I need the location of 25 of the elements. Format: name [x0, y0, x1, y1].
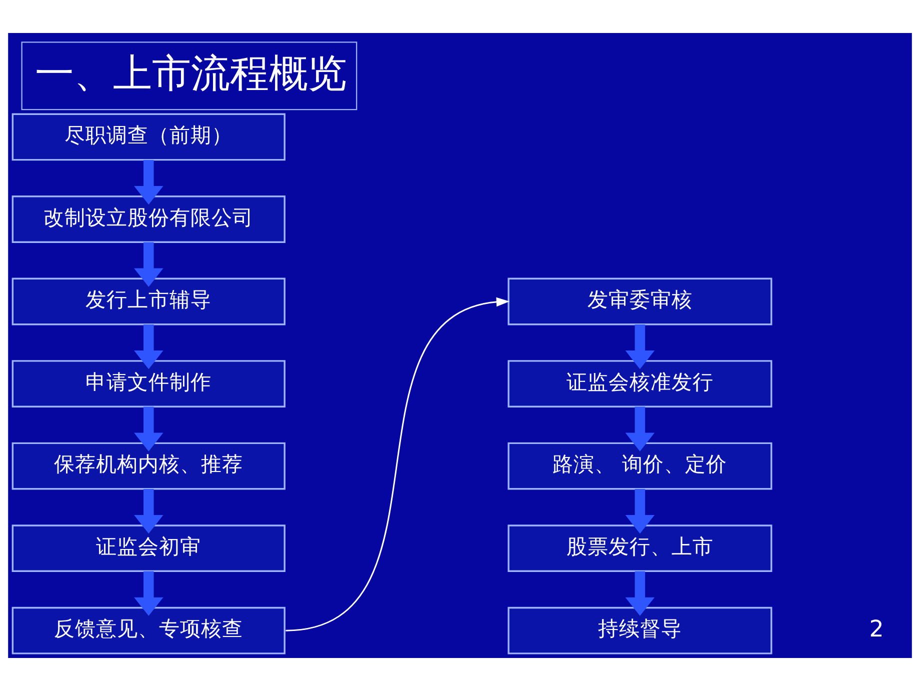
node-box: 路演、 询价、定价 — [508, 442, 772, 490]
arrow — [134, 488, 164, 534]
node-box: 发审委审核 — [508, 277, 772, 325]
node-box: 改制设立股份有限公司 — [12, 195, 286, 242]
arrow — [625, 406, 655, 451]
diagram-title: 一、上市流程概览 — [34, 50, 347, 96]
node-box: 反馈意见、专项核查 — [12, 606, 286, 654]
label: 2 — [869, 616, 884, 642]
arrow — [134, 324, 164, 369]
node-box: 尽职调查（前期） — [12, 112, 286, 160]
node-box: 持续督导 — [508, 606, 772, 654]
arrow — [134, 570, 164, 616]
node-box: 证监会核准发行 — [508, 360, 772, 407]
arrow — [134, 159, 164, 204]
arrow — [286, 296, 510, 631]
node-box: 申请文件制作 — [12, 360, 286, 407]
arrow — [625, 570, 655, 616]
node-box: 证监会初审 — [12, 524, 286, 572]
arrow — [625, 488, 655, 534]
node-box: 发行上市辅导 — [12, 277, 286, 325]
node-box: 保荐机构内核、推荐 — [12, 442, 286, 490]
node-box: 股票发行、上市 — [508, 524, 772, 572]
arrow — [134, 242, 164, 286]
arrow — [134, 406, 164, 451]
arrow — [625, 324, 655, 369]
